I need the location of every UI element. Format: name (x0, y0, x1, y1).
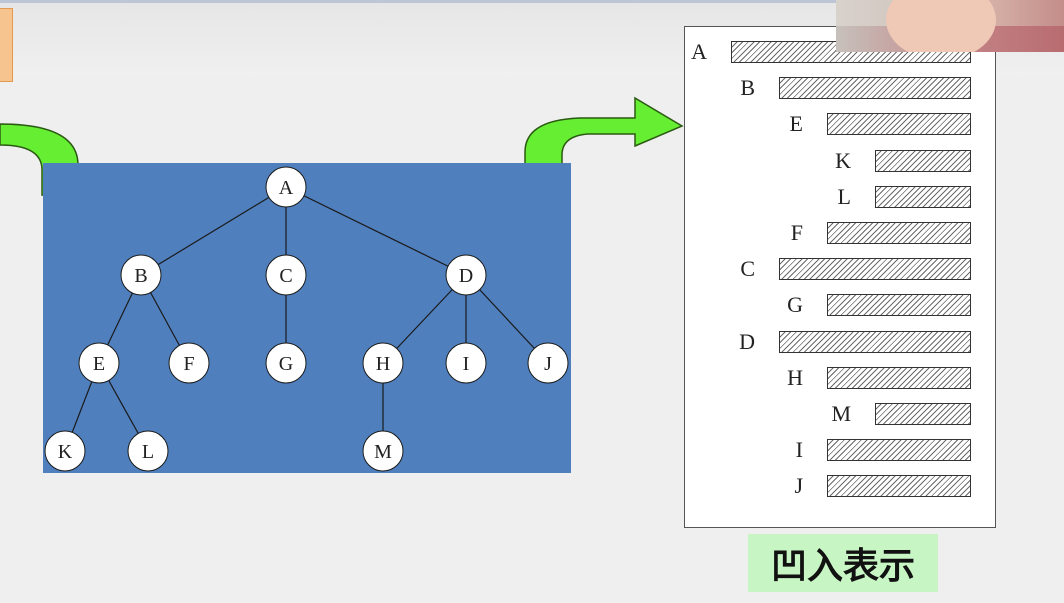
tree-node-D: D (445, 254, 487, 296)
indent-row-label: M (831, 401, 851, 426)
tree-diagram: A B C D E F G H I J K L M (44, 166, 569, 472)
tree-node-circle (78, 342, 120, 384)
top-border (0, 0, 1064, 3)
tree-node-label: G (279, 353, 293, 375)
indent-row-label: A (691, 39, 707, 64)
indent-row-bar (827, 366, 971, 389)
tree-node-label: H (376, 353, 390, 375)
tree-node-L: L (127, 430, 169, 472)
tree-node-circle (265, 254, 307, 296)
indent-row-label: C (740, 256, 755, 282)
tree-node-M: M (362, 430, 404, 472)
indent-row-bar (875, 149, 971, 172)
indent-row-label: E (789, 111, 803, 137)
tree-node-C: C (265, 254, 307, 296)
indent-row-label: H (787, 364, 803, 390)
tree-node-circle (44, 430, 86, 472)
indent-row-label: G (787, 292, 803, 318)
tree-node-circle (445, 342, 487, 384)
indent-row-bar (779, 330, 971, 353)
tree-node-label: I (463, 353, 470, 375)
webcam-person-face (886, 0, 996, 52)
indent-row-bar (827, 294, 971, 317)
indent-row-bar (827, 439, 971, 462)
tree-node-circle (445, 254, 487, 296)
indent-row-bar (875, 185, 971, 208)
tree-node-F: F (168, 342, 210, 384)
indent-row-bar (827, 113, 971, 136)
tree-edge-A-D (285, 186, 467, 276)
tree-node-label: F (183, 353, 194, 375)
indent-row-bar (827, 475, 971, 498)
tree-node-circle (120, 254, 162, 296)
webcam-overlay (836, 0, 1064, 52)
indent-row-bar (827, 222, 971, 244)
tree-node-circle (265, 342, 307, 384)
tree-node-circle (527, 342, 569, 384)
tree-node-J: J (527, 342, 569, 384)
orange-side-tab (0, 8, 13, 82)
tree-node-label: K (58, 441, 73, 463)
caption-label: 凹入表示 (748, 534, 938, 592)
indent-row-label: F (790, 220, 803, 245)
tree-node-circle (362, 430, 404, 472)
indent-row-bar (779, 77, 971, 100)
tree-diagram-panel: A B C D E F G H I J K L M (43, 163, 571, 473)
indent-row-label: D (739, 328, 755, 354)
tree-node-label: M (374, 441, 392, 463)
tree-edge-A-B (140, 186, 287, 276)
tree-node-E: E (78, 342, 120, 384)
tree-node-G: G (265, 342, 307, 384)
tree-node-label: J (544, 353, 552, 375)
tree-node-label: B (134, 265, 147, 287)
tree-node-circle (127, 430, 169, 472)
indent-row-bar (875, 403, 971, 425)
tree-node-I: I (445, 342, 487, 384)
tree-node-H: H (362, 342, 404, 384)
tree-node-B: B (120, 254, 162, 296)
indent-row-label: B (740, 75, 755, 101)
indent-row-label: I (795, 437, 803, 463)
tree-node-label: L (142, 441, 154, 463)
indent-row-label: L (837, 183, 851, 209)
curved-arrow-right-icon (524, 96, 684, 183)
tree-node-circle (168, 342, 210, 384)
tree-node-label: E (93, 353, 105, 375)
tree-node-circle (265, 166, 307, 208)
tree-node-label: C (279, 265, 292, 287)
indent-row-label: J (794, 473, 803, 499)
tree-node-circle (362, 342, 404, 384)
tree-node-label: D (459, 265, 473, 287)
tree-node-K: K (44, 430, 86, 472)
tree-node-A: A (265, 166, 307, 208)
indent-row-label: K (835, 147, 851, 173)
indent-row-bar (779, 258, 971, 281)
tree-node-label: A (279, 177, 294, 199)
